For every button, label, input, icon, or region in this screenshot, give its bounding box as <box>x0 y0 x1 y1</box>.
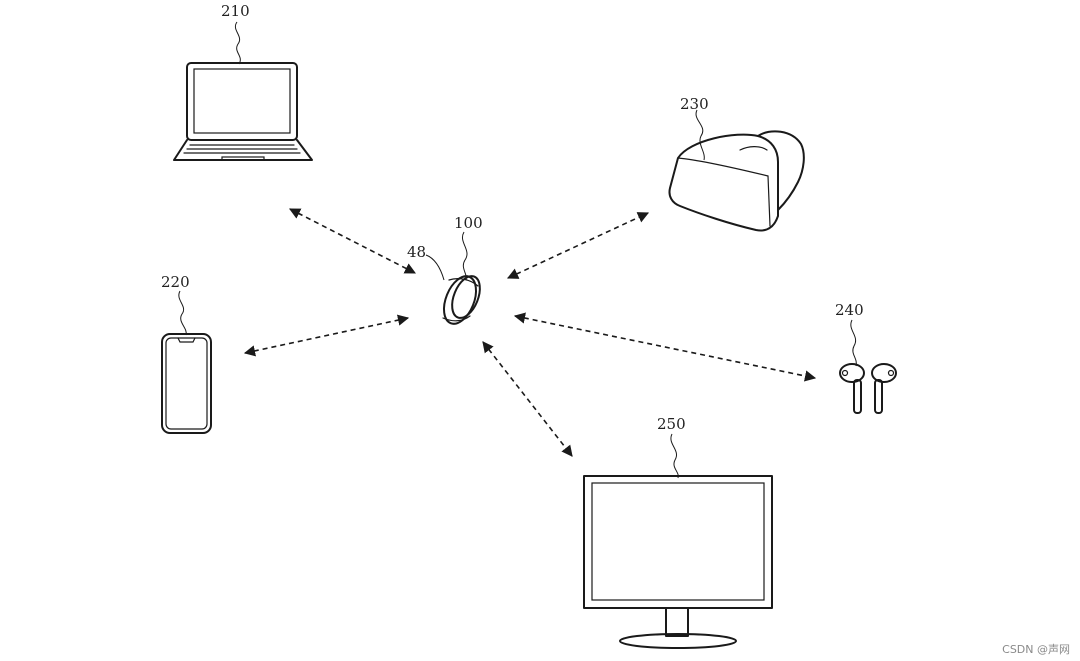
earbuds-ref-label: 240 <box>835 301 864 319</box>
phone <box>161 333 212 434</box>
watermark: CSDN @声网 <box>1002 642 1070 656</box>
ring-leader <box>462 231 468 281</box>
laptop <box>173 62 313 161</box>
headset-ref-label: 230 <box>680 95 709 113</box>
monitor <box>583 475 773 649</box>
link-ring-monitor <box>482 341 573 457</box>
link-ring-laptop <box>289 208 416 274</box>
laptop-leader <box>234 21 241 65</box>
earbuds <box>839 363 897 414</box>
laptop-ref-label: 210 <box>221 2 250 20</box>
link-ring-phone <box>243 314 410 357</box>
monitor-ref-label: 250 <box>657 415 686 433</box>
earbuds-leader <box>850 319 857 367</box>
monitor-leader <box>670 433 679 479</box>
smart-ring <box>442 275 481 325</box>
link-ring-earbuds <box>513 312 817 382</box>
phone-leader <box>178 290 187 336</box>
earbud-left <box>839 363 865 414</box>
ring-part-ref-label: 48 <box>407 243 426 261</box>
ring-part-leader <box>425 254 445 281</box>
headset-leader <box>695 109 705 161</box>
earbud-right <box>871 363 897 414</box>
laptop-keyboard <box>183 144 301 154</box>
phone-ref-label: 220 <box>161 273 190 291</box>
link-ring-headset <box>506 212 650 279</box>
vr-headset <box>668 130 805 232</box>
ring-ref-label: 100 <box>454 214 483 232</box>
